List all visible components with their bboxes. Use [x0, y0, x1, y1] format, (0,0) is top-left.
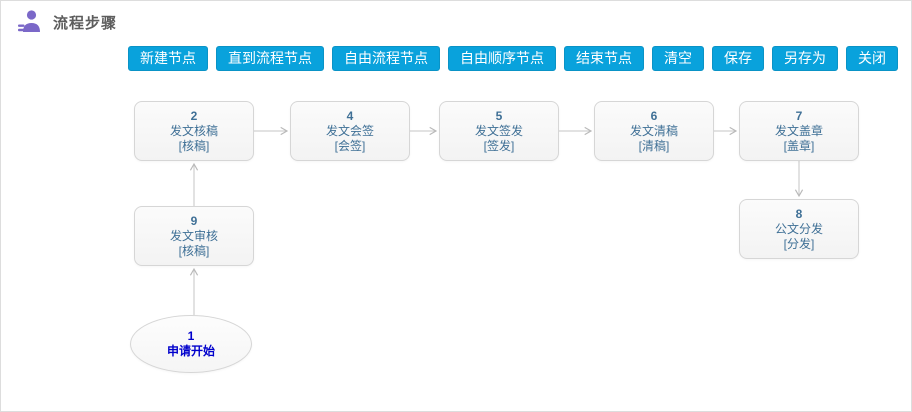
- node-number: 4: [346, 108, 354, 123]
- free-sequence-node-button[interactable]: 自由顺序节点: [448, 46, 556, 71]
- node-number: 2: [190, 108, 198, 123]
- flow-node-8[interactable]: 8 公文分发 [分发]: [739, 199, 859, 259]
- flow-node-4[interactable]: 4 发文会签 [会签]: [290, 101, 410, 161]
- node-number: 8: [795, 206, 803, 221]
- node-name: 发文盖章: [774, 123, 823, 138]
- node-name: 申请开始: [166, 344, 215, 358]
- process-steps-icon: [17, 9, 41, 35]
- node-tag: [盖章]: [783, 138, 815, 153]
- save-button[interactable]: 保存: [712, 46, 764, 71]
- flow-node-2[interactable]: 2 发文核稿 [核稿]: [134, 101, 254, 161]
- node-name: 发文审核: [169, 228, 218, 243]
- until-process-node-button[interactable]: 直到流程节点: [216, 46, 324, 71]
- flow-node-9[interactable]: 9 发文审核 [核稿]: [134, 206, 254, 266]
- node-name: 发文核稿: [169, 123, 218, 138]
- flow-node-5[interactable]: 5 发文签发 [签发]: [439, 101, 559, 161]
- flow-node-start[interactable]: 1 申请开始: [130, 315, 252, 373]
- node-tag: [会签]: [334, 138, 366, 153]
- close-button[interactable]: 关闭: [846, 46, 898, 71]
- node-number: 1: [187, 329, 195, 343]
- free-process-node-button[interactable]: 自由流程节点: [332, 46, 440, 71]
- node-number: 7: [795, 108, 803, 123]
- node-tag: [分发]: [783, 236, 815, 251]
- node-number: 5: [495, 108, 503, 123]
- node-name: 公文分发: [774, 221, 823, 236]
- save-as-button[interactable]: 另存为: [772, 46, 838, 71]
- page-header: 流程步骤: [17, 9, 117, 35]
- new-node-button[interactable]: 新建节点: [128, 46, 208, 71]
- node-tag: [清稿]: [638, 138, 670, 153]
- flow-node-7[interactable]: 7 发文盖章 [盖章]: [739, 101, 859, 161]
- toolbar: 新建节点 直到流程节点 自由流程节点 自由顺序节点 结束节点 清空 保存 另存为…: [128, 46, 898, 71]
- node-number: 9: [190, 213, 198, 228]
- page-title: 流程步骤: [53, 14, 118, 32]
- node-name: 发文清稿: [629, 123, 678, 138]
- node-tag: [签发]: [483, 138, 515, 153]
- node-tag: [核稿]: [178, 138, 210, 153]
- node-name: 发文会签: [325, 123, 374, 138]
- end-node-button[interactable]: 结束节点: [564, 46, 644, 71]
- clear-button[interactable]: 清空: [652, 46, 704, 71]
- node-name: 发文签发: [474, 123, 523, 138]
- node-number: 6: [650, 108, 658, 123]
- node-tag: [核稿]: [178, 243, 210, 258]
- flow-node-6[interactable]: 6 发文清稿 [清稿]: [594, 101, 714, 161]
